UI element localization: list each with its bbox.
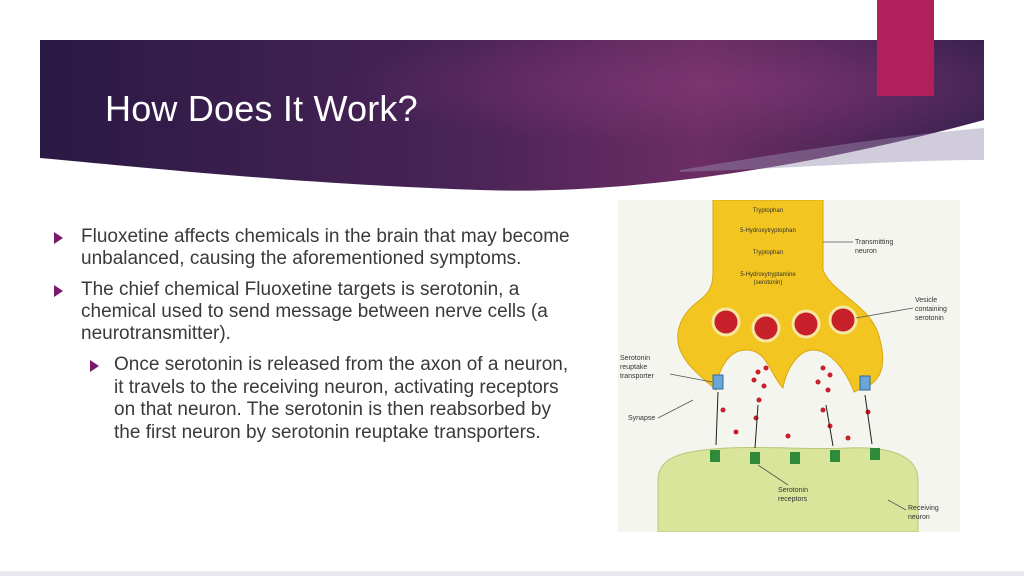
label-transmitting: Transmitting — [855, 239, 893, 246]
triangle-bullet-icon — [90, 360, 99, 372]
label-synapse: Synapse — [628, 415, 655, 422]
diagram-labels: Transmitting neuron Vesicle containing s… — [620, 239, 947, 521]
label-reuptake: transporter — [620, 373, 655, 380]
bullet-text: Fluoxetine affects chemicals in the brai… — [81, 226, 570, 269]
pathway-step: 5-Hydroxytryptophan — [740, 228, 796, 234]
bullet-list: Fluoxetine affects chemicals in the brai… — [50, 226, 570, 444]
pathway-step: 5-Hydroxytryptamine — [740, 272, 796, 278]
bullet-text: The chief chemical Fluoxetine targets is… — [81, 279, 548, 344]
triangle-bullet-icon — [54, 285, 63, 297]
label-vesicle: Vesicle — [915, 297, 937, 304]
bottom-rule — [0, 571, 1024, 576]
label-vesicle: serotonin — [915, 315, 944, 322]
arrows — [715, 391, 873, 449]
receiving-neuron — [657, 446, 919, 532]
label-receiving: Receiving — [908, 505, 939, 512]
pathway-step: (serotonin) — [754, 280, 783, 286]
slide-title: How Does It Work? — [105, 88, 418, 129]
reuptake-transporter-left — [712, 374, 724, 390]
serotonin-receptors — [710, 448, 880, 464]
synapse-diagram: Tryptophan 5-Hydroxytryptophan Tryptopha… — [618, 200, 960, 532]
pathway-step: Tryptophan — [753, 208, 783, 214]
vesicles — [711, 305, 858, 343]
label-receptors: receptors — [778, 496, 808, 503]
sub-bullet-text: Once serotonin is released from the axon… — [114, 354, 569, 443]
label-transmitting: neuron — [855, 248, 877, 255]
title-banner — [40, 40, 984, 191]
serotonin-molecules — [720, 365, 871, 441]
label-reuptake: reuptake — [620, 364, 647, 371]
label-receiving: neuron — [908, 514, 930, 521]
bullet-item: The chief chemical Fluoxetine targets is… — [50, 279, 570, 345]
reuptake-transporter-right — [859, 375, 871, 391]
label-reuptake: Serotonin — [620, 355, 650, 362]
bullet-item: Fluoxetine affects chemicals in the brai… — [50, 226, 570, 270]
triangle-bullet-icon — [54, 232, 63, 244]
label-vesicle: containing — [915, 306, 947, 313]
transmitting-neuron — [677, 200, 884, 393]
label-receptors: Serotonin — [778, 487, 808, 494]
accent-tab — [877, 0, 934, 96]
pathway-step: Tryptophan — [753, 250, 783, 256]
sub-bullet-item: Once serotonin is released from the axon… — [50, 354, 570, 444]
pathway-labels: Tryptophan 5-Hydroxytryptophan Tryptopha… — [740, 208, 796, 286]
leader-lines — [657, 241, 914, 511]
